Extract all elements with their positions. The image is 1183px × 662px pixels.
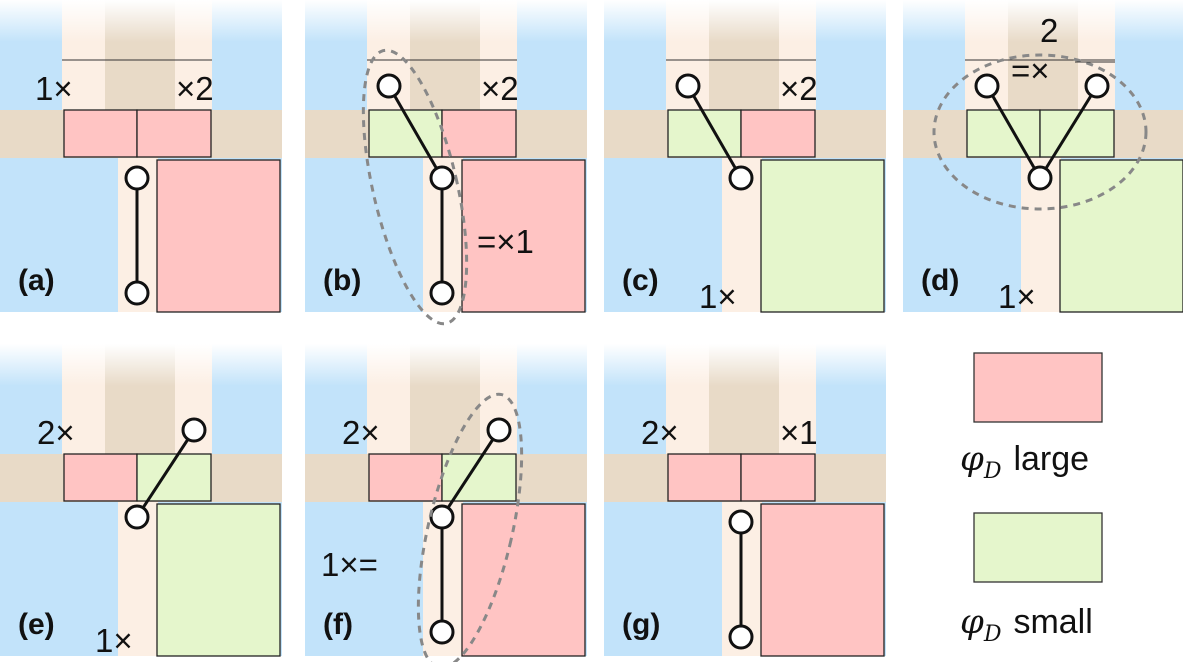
big-block (1059, 159, 1183, 313)
cell-left (667, 109, 742, 158)
multiplicity-top-center: 2 (1040, 12, 1058, 49)
big-block (760, 159, 885, 313)
multiplicity-top-left: 1× (35, 70, 73, 107)
multiplicity-bottom: 1× (998, 278, 1036, 315)
multiplicity-top-left: 2× (641, 414, 679, 451)
node-circle (675, 73, 701, 99)
big-block (156, 159, 281, 313)
multiplicity-top-right: ×2 (780, 70, 818, 107)
node-circle (728, 624, 754, 650)
top-fade (604, 0, 886, 42)
legend-text: small (1013, 603, 1092, 641)
top-fade (305, 0, 587, 42)
multiplicity-side: 1×= (321, 546, 378, 583)
multiplicity-top-right: ×2 (176, 70, 214, 107)
multiplicity-bottom: 1× (699, 278, 737, 315)
multiplicity-side: =×1 (477, 223, 534, 260)
node-circle (429, 165, 455, 191)
panel-a: (a) 1× ×2 (0, 0, 282, 313)
cell-left (63, 109, 138, 158)
panel-label: (f) (323, 608, 353, 641)
node-circle (181, 417, 207, 443)
multiplicity-top-left: 2× (342, 414, 380, 451)
legend-symbol: φ (960, 439, 984, 479)
diagonal-link (1038, 85, 1099, 179)
highlight-ellipse (361, 48, 469, 326)
cell-right (740, 109, 816, 158)
cell-left (368, 453, 443, 502)
cell-left (667, 453, 742, 502)
diagonal-link (387, 85, 444, 179)
cell-right (740, 453, 816, 502)
panel-label: (g) (622, 608, 660, 641)
panel-g: (g) 2× ×1 (604, 344, 886, 657)
multiplicity-top-right: ×1 (780, 414, 818, 451)
node-circle (124, 280, 150, 306)
node-circle (429, 504, 455, 530)
node-circle (728, 165, 754, 191)
node-circle (376, 73, 402, 99)
diagonal-link (440, 429, 501, 518)
panel-f: (f) 2× 1×= (305, 344, 587, 662)
node-circle (1084, 73, 1110, 99)
multiplicity-top-left: 2× (37, 414, 75, 451)
node-circle (124, 165, 150, 191)
top-fade (0, 0, 282, 42)
top-fade (0, 344, 282, 386)
node-circle (429, 619, 455, 645)
highlight-ellipse (416, 392, 524, 662)
big-block (156, 503, 281, 657)
top-fade (604, 344, 886, 386)
node-circle (728, 509, 754, 535)
top-fade (903, 0, 1183, 42)
node-circle (1027, 165, 1053, 191)
panel-c: (c) ×2 1× (604, 0, 886, 315)
legend-subscript: D (983, 622, 1002, 647)
legend-swatch-large (973, 352, 1103, 423)
cell-right (441, 109, 517, 158)
legend-swatch-small (973, 512, 1103, 583)
legend-subscript: D (983, 459, 1002, 484)
cell-right (136, 109, 212, 158)
legend-symbol: φ (960, 602, 984, 642)
node-circle (974, 73, 1000, 99)
multiplicity-bottom: 1× (95, 622, 133, 659)
panel-label: (a) (18, 264, 55, 297)
multiplicity-top-right: ×2 (481, 70, 519, 107)
diagonal-link (135, 429, 196, 518)
node-circle (124, 504, 150, 530)
panel-label: (c) (622, 264, 659, 297)
multiplicity-top-center: =× (1011, 52, 1050, 89)
panel-label: (d) (921, 264, 959, 297)
cell-right (441, 453, 517, 502)
cell-left (966, 109, 1041, 158)
panel-b: (b) ×2 =×1 (305, 0, 587, 326)
panel-label: (e) (18, 608, 55, 641)
highlight-ellipse (932, 53, 1148, 211)
big-block (461, 159, 586, 313)
panel-d: (d) 1× 2=× (903, 0, 1183, 315)
diagonal-link (686, 85, 743, 179)
legend-text: large (1013, 440, 1089, 478)
panel-e: (e) 2× 1× (0, 344, 282, 659)
node-circle (429, 280, 455, 306)
diagonal-link (985, 85, 1042, 179)
big-block (760, 503, 885, 657)
panel-label: (b) (323, 264, 361, 297)
cell-left (63, 453, 138, 502)
top-fade (305, 344, 587, 386)
node-circle (486, 417, 512, 443)
big-block (461, 503, 586, 657)
